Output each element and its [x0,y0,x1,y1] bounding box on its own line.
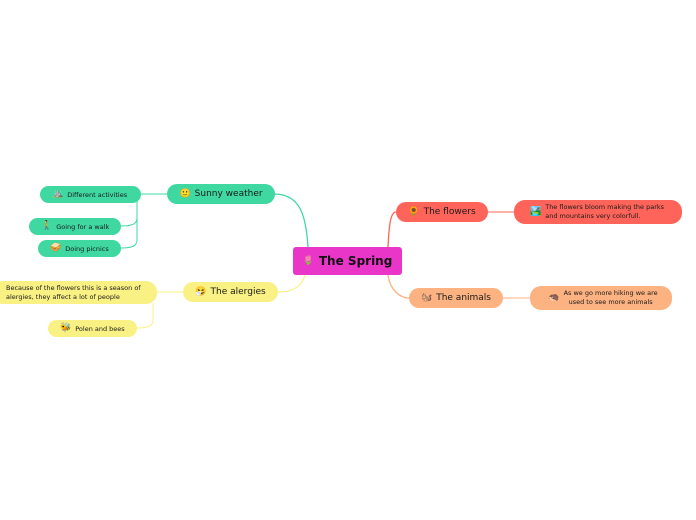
topic-label: The animals [436,293,491,303]
topic-the-animals[interactable]: 🐿️ The animals [409,288,503,308]
topic-the-alergies[interactable]: 🤧 The alergies [183,282,278,302]
subtopic-animals-hiking[interactable]: 🦔 As we go more hiking we are used to se… [530,286,672,310]
subtopic-different-activities[interactable]: ⛰️ Different activities [40,186,141,203]
subtopic-label: Going for a walk [56,222,110,231]
walking-person-icon: 🚶 [41,221,53,231]
central-topic-label: The Spring [318,254,393,268]
subtopic-polen-and-bees[interactable]: 🐝 Polen and bees [48,320,137,337]
mountain-icon: ⛰️ [52,189,64,199]
link-sunny-picnics [120,218,138,249]
park-icon: 🏞️ [530,206,542,217]
topic-sunny-weather[interactable]: 🙂 Sunny weather [167,184,275,204]
tulip-icon: 🌷 [302,255,314,266]
subtopic-flowers-bloom[interactable]: 🏞️ The flowers bloom making the parks an… [514,200,682,224]
smiley-icon: 🙂 [179,188,191,199]
subtopic-label: As we go more hiking we are used to see … [563,289,658,306]
subtopic-label: Because of the flowers this is a season … [6,283,141,301]
subtopic-label: Different activities [67,190,128,199]
link-center-animals [387,274,410,299]
chipmunk-icon: 🐿️ [420,292,433,303]
link-center-flowers [387,211,397,248]
subtopic-going-for-a-walk[interactable]: 🚶 Going for a walk [29,218,121,235]
subtopic-label: Doing picnics [65,244,109,253]
link-center-sunny-weather [273,193,309,248]
subtopic-doing-picnics[interactable]: 🥪 Doing picnics [38,240,121,257]
bee-icon: 🐝 [60,323,72,333]
topic-label: The flowers [423,207,476,217]
topic-the-flowers[interactable]: 🌻 The flowers [396,202,488,222]
sandwich-icon: 🥪 [50,243,62,253]
subtopic-label: Polen and bees [75,324,125,333]
central-topic[interactable]: 🌷 The Spring [293,247,402,275]
topic-label: The alergies [210,287,266,297]
topic-label: Sunny weather [194,189,263,199]
subtopic-label: The flowers bloom making the parks and m… [545,203,665,220]
sneezing-face-icon: 🤧 [195,286,207,297]
link-sunny-going-walk [120,200,138,227]
link-center-alergies [277,274,306,293]
link-alergies-polen [136,303,154,329]
sunflower-icon: 🌻 [408,206,420,217]
hedgehog-icon: 🦔 [548,292,560,303]
subtopic-alergies-season[interactable]: 🌼 Because of the flowers this is a seaso… [0,281,157,304]
